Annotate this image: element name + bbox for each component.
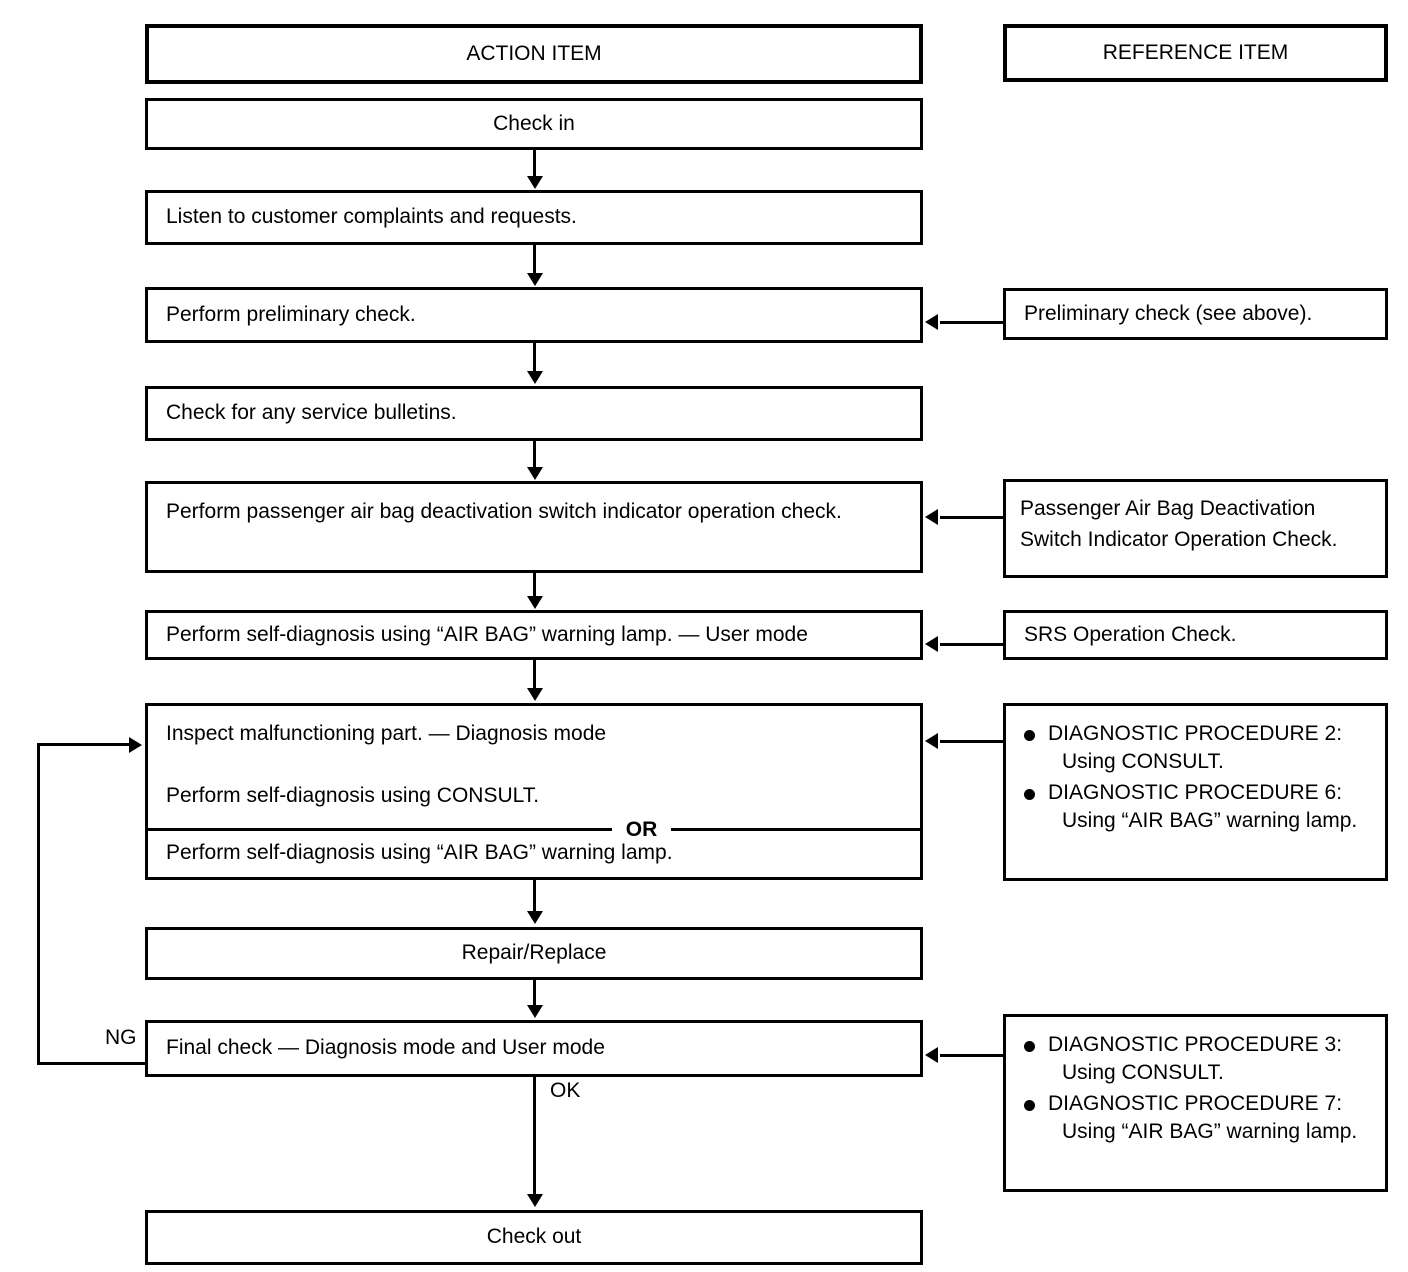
action-box-repair-replace-label: Repair/Replace	[461, 941, 607, 965]
ng-loop-segment-bottom	[37, 1062, 148, 1065]
action-box-listen-label: Listen to customer complaints and reques…	[166, 205, 577, 229]
bullet-icon	[1024, 1099, 1035, 1111]
ref-connector-preliminary	[940, 321, 1003, 324]
connector-bulletins-to-pad-switch	[533, 441, 536, 469]
action-box-pad-switch-check: Perform passenger air bag deactivation s…	[145, 481, 923, 573]
action-box-check-out-label: Check out	[486, 1225, 582, 1249]
reference-box-diagnostic-2-6: DIAGNOSTIC PROCEDURE 2: Using CONSULT. D…	[1003, 703, 1388, 881]
or-divider-rule-mid	[363, 828, 612, 831]
ref-connector-diagnostic-3-7	[940, 1054, 1003, 1057]
arrow-check-in-to-listen	[527, 176, 543, 189]
inspect-part-line-1: Inspect malfunctioning part. — Diagnosis…	[166, 722, 607, 745]
arrow-ref-preliminary	[925, 314, 938, 330]
reference-box-pad-switch-check: Passenger Air Bag Deactivation Switch In…	[1003, 479, 1388, 578]
action-item-header-label: ACTION ITEM	[466, 41, 602, 65]
action-box-check-in: Check in	[145, 98, 923, 150]
action-box-preliminary-check: Perform preliminary check.	[145, 287, 923, 343]
action-box-final-check: Final check — Diagnosis mode and User mo…	[145, 1020, 923, 1077]
reference-bullet-head: DIAGNOSTIC PROCEDURE 6:	[1048, 780, 1343, 804]
ref-connector-diagnostic-2-6	[940, 740, 1003, 743]
action-item-header: ACTION ITEM	[145, 24, 923, 84]
connector-check-in-to-listen	[533, 150, 536, 178]
reference-box-pad-switch-check-line-2: Switch Indicator Operation Check.	[1020, 528, 1338, 551]
bullet-icon	[1024, 1041, 1035, 1052]
action-box-pad-switch-check-label: Perform passenger air bag deactivation s…	[166, 500, 842, 523]
action-box-preliminary-check-label: Perform preliminary check.	[166, 302, 416, 326]
action-box-service-bulletins-label: Check for any service bulletins.	[166, 401, 457, 425]
action-box-final-check-label: Final check — Diagnosis mode and User mo…	[166, 1036, 605, 1060]
edge-label-ng: NG	[105, 1026, 137, 1049]
or-divider-rule-right	[671, 828, 920, 831]
arrow-pad-switch-to-self-diag	[527, 596, 543, 609]
arrow-ref-srs	[925, 636, 938, 652]
connector-inspect-to-repair	[533, 880, 536, 912]
connector-final-check-to-check-out	[533, 1077, 536, 1197]
arrow-preliminary-to-bulletins	[527, 371, 543, 384]
reference-bullet-head: DIAGNOSTIC PROCEDURE 3:	[1048, 1033, 1343, 1056]
reference-bullet-item: DIAGNOSTIC PROCEDURE 7: Using “AIR BAG” …	[1022, 1090, 1371, 1147]
reference-bullet-item: DIAGNOSTIC PROCEDURE 3: Using CONSULT.	[1022, 1031, 1371, 1088]
reference-box-srs-operation-check: SRS Operation Check.	[1003, 610, 1388, 660]
arrow-ng-loop-into-inspect	[129, 737, 142, 753]
connector-preliminary-to-bulletins	[533, 343, 536, 374]
arrow-listen-to-preliminary	[527, 273, 543, 286]
reference-bullet-sub: Using “AIR BAG” warning lamp.	[1062, 1120, 1358, 1144]
bullet-icon	[1024, 730, 1035, 741]
arrow-self-diag-to-inspect	[527, 688, 543, 701]
arrow-bulletins-to-pad-switch	[527, 467, 543, 480]
arrow-ref-diagnostic-2-6	[925, 733, 938, 749]
reference-box-preliminary-check: Preliminary check (see above).	[1003, 288, 1388, 340]
arrow-ref-diagnostic-3-7	[925, 1047, 938, 1063]
action-box-inspect-malfunctioning-part: Inspect malfunctioning part. — Diagnosis…	[145, 703, 923, 880]
arrow-repair-to-final-check	[527, 1005, 543, 1018]
inspect-part-line-2: Perform self-diagnosis using CONSULT.	[166, 784, 540, 807]
reference-bullet-item: DIAGNOSTIC PROCEDURE 6: Using “AIR BAG” …	[1022, 779, 1371, 836]
action-box-check-in-label: Check in	[493, 111, 575, 135]
connector-repair-to-final-check	[533, 980, 536, 1007]
connector-listen-to-preliminary	[533, 245, 536, 275]
reference-bullet-sub: Using CONSULT.	[1062, 750, 1224, 774]
inspect-part-line-3: Perform self-diagnosis using “AIR BAG” w…	[166, 841, 673, 864]
reference-box-preliminary-check-line-1: Preliminary check (see above).	[1024, 301, 1313, 325]
reference-box-pad-switch-check-line-1: Passenger Air Bag Deactivation	[1020, 497, 1316, 520]
action-box-self-diag-user-mode-label: Perform self-diagnosis using “AIR BAG” w…	[166, 622, 808, 646]
reference-bullet-head: DIAGNOSTIC PROCEDURE 2:	[1048, 722, 1343, 745]
arrow-ref-pad-switch	[925, 509, 938, 525]
action-box-service-bulletins: Check for any service bulletins.	[145, 386, 923, 441]
or-divider: OR	[148, 819, 920, 840]
or-divider-rule-left	[148, 828, 363, 831]
ng-loop-segment-left	[37, 743, 40, 1065]
action-box-repair-replace: Repair/Replace	[145, 927, 923, 980]
connector-pad-switch-to-self-diag	[533, 573, 536, 598]
arrow-inspect-to-repair	[527, 911, 543, 924]
reference-box-srs-operation-check-line-1: SRS Operation Check.	[1024, 622, 1237, 646]
reference-bullet-item: DIAGNOSTIC PROCEDURE 2: Using CONSULT.	[1022, 720, 1371, 777]
reference-bullet-sub: Using “AIR BAG” warning lamp.	[1062, 809, 1358, 833]
action-box-self-diag-user-mode: Perform self-diagnosis using “AIR BAG” w…	[145, 610, 923, 660]
connector-self-diag-to-inspect	[533, 660, 536, 690]
or-divider-label: OR	[625, 818, 658, 841]
ref-connector-pad-switch	[940, 516, 1003, 519]
ng-loop-segment-top	[37, 743, 129, 746]
action-box-listen: Listen to customer complaints and reques…	[145, 190, 923, 245]
reference-box-diagnostic-3-7: DIAGNOSTIC PROCEDURE 3: Using CONSULT. D…	[1003, 1014, 1388, 1192]
reference-bullet-sub: Using CONSULT.	[1062, 1061, 1224, 1085]
reference-item-header-label: REFERENCE ITEM	[1102, 40, 1289, 64]
bullet-icon	[1024, 788, 1035, 800]
action-box-check-out: Check out	[145, 1210, 923, 1265]
edge-label-ok: OK	[550, 1079, 581, 1102]
ref-connector-srs	[940, 643, 1003, 646]
reference-bullet-head: DIAGNOSTIC PROCEDURE 7:	[1048, 1091, 1343, 1115]
reference-item-header: REFERENCE ITEM	[1003, 24, 1388, 82]
arrow-final-check-to-check-out	[527, 1194, 543, 1207]
